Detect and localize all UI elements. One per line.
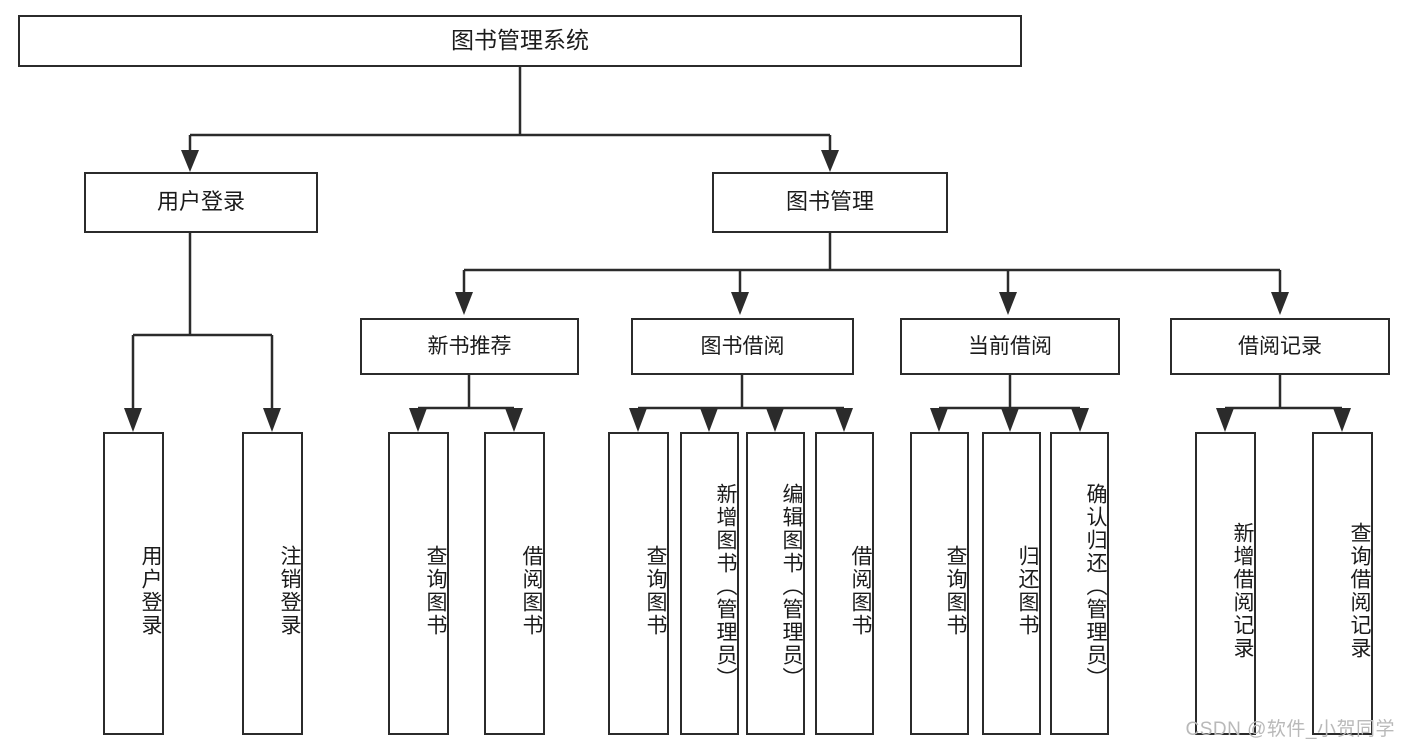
arrowhead-leaf-query-book-3 bbox=[930, 408, 948, 432]
node-leaf-borrow-book-1[interactable]: 借阅图书 bbox=[484, 432, 545, 735]
node-leaf-logout-login[interactable]: 注销登录 bbox=[242, 432, 303, 735]
node-label: 当前借阅 bbox=[968, 334, 1052, 358]
node-leaf-query-book-2[interactable]: 查询图书 bbox=[608, 432, 669, 735]
arrowhead-book-borrow bbox=[731, 292, 749, 315]
arrowhead-book-management bbox=[821, 150, 839, 172]
arrowhead-new-book-recommend bbox=[455, 292, 473, 315]
arrowhead-user-login bbox=[181, 150, 199, 172]
arrowhead-current-borrow bbox=[999, 292, 1017, 315]
node-label: 图书管理 bbox=[785, 189, 874, 215]
node-label: 编辑图书（管理员） bbox=[780, 483, 803, 690]
node-book-borrow[interactable]: 图书借阅 bbox=[631, 318, 854, 375]
node-label: 查询图书 bbox=[644, 544, 667, 637]
node-label: 注销登录 bbox=[278, 544, 301, 637]
node-label: 用户登录 bbox=[139, 544, 162, 637]
node-label: 确认归还（管理员） bbox=[1084, 483, 1107, 690]
node-leaf-query-book-1[interactable]: 查询图书 bbox=[388, 432, 449, 735]
node-leaf-borrow-book-2[interactable]: 借阅图书 bbox=[815, 432, 874, 735]
node-label: 图书借阅 bbox=[700, 334, 785, 358]
arrowhead-leaf-query-book-2 bbox=[629, 408, 647, 432]
arrowhead-leaf-query-book-1 bbox=[409, 408, 427, 432]
node-leaf-return-book[interactable]: 归还图书 bbox=[982, 432, 1041, 735]
node-leaf-edit-book[interactable]: 编辑图书（管理员） bbox=[746, 432, 805, 735]
node-label: 新增图书（管理员） bbox=[714, 483, 737, 690]
arrowhead-leaf-edit-book bbox=[766, 408, 784, 432]
arrowhead-leaf-borrow-book-1 bbox=[505, 408, 523, 432]
node-label: 查询借阅记录 bbox=[1348, 521, 1371, 660]
arrowhead-leaf-user-login bbox=[124, 408, 142, 432]
arrowhead-leaf-query-record bbox=[1333, 408, 1351, 432]
node-label: 归还图书 bbox=[1016, 544, 1039, 637]
node-label: 借阅图书 bbox=[849, 544, 872, 637]
node-label: 新增借阅记录 bbox=[1231, 521, 1254, 660]
node-leaf-user-login[interactable]: 用户登录 bbox=[103, 432, 164, 735]
node-current-borrow[interactable]: 当前借阅 bbox=[900, 318, 1120, 375]
node-leaf-confirm-return[interactable]: 确认归还（管理员） bbox=[1050, 432, 1109, 735]
node-label: 用户登录 bbox=[156, 189, 245, 215]
arrowhead-leaf-add-record bbox=[1216, 408, 1234, 432]
node-book-management[interactable]: 图书管理 bbox=[712, 172, 948, 233]
arrowhead-leaf-add-book bbox=[700, 408, 718, 432]
arrowhead-borrow-record bbox=[1271, 292, 1289, 315]
node-leaf-add-book[interactable]: 新增图书（管理员） bbox=[680, 432, 739, 735]
node-leaf-query-record[interactable]: 查询借阅记录 bbox=[1312, 432, 1373, 735]
node-new-book-recommend[interactable]: 新书推荐 bbox=[360, 318, 579, 375]
arrowhead-leaf-logout-login bbox=[263, 408, 281, 432]
node-leaf-query-book-3[interactable]: 查询图书 bbox=[910, 432, 969, 735]
node-borrow-record[interactable]: 借阅记录 bbox=[1170, 318, 1390, 375]
csdn-watermark: CSDN @软件_小贺同学 bbox=[1185, 719, 1395, 740]
node-label: 新书推荐 bbox=[427, 334, 512, 358]
node-root-book-management-system[interactable]: 图书管理系统 bbox=[18, 15, 1022, 67]
node-label: 借阅图书 bbox=[520, 544, 543, 637]
arrowhead-leaf-return-book bbox=[1001, 408, 1019, 432]
node-label: 图书管理系统 bbox=[451, 27, 589, 54]
node-label: 借阅记录 bbox=[1238, 334, 1322, 358]
node-label: 查询图书 bbox=[944, 544, 967, 637]
node-leaf-add-record[interactable]: 新增借阅记录 bbox=[1195, 432, 1256, 735]
node-label: 查询图书 bbox=[424, 544, 447, 637]
arrowhead-leaf-borrow-book-2 bbox=[835, 408, 853, 432]
node-user-login[interactable]: 用户登录 bbox=[84, 172, 318, 233]
arrowhead-leaf-confirm-return bbox=[1071, 408, 1089, 432]
